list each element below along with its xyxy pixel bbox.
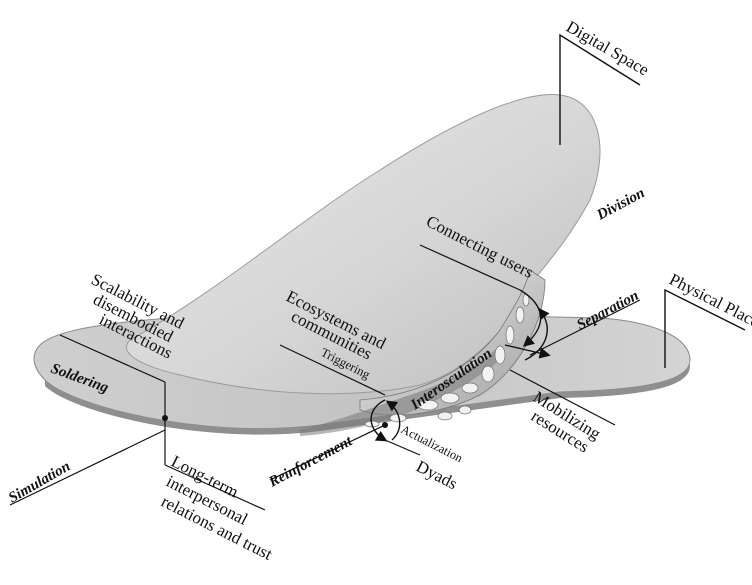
label-digital-space: Digital Space [563, 17, 652, 79]
label-division: Division [593, 185, 647, 224]
label-physical-place: Physical Place [666, 270, 752, 332]
label-simulation: Simulation [6, 458, 73, 506]
label-actualization: Actualization [399, 422, 466, 465]
label-reinforcement: Reinforcement [265, 433, 355, 491]
